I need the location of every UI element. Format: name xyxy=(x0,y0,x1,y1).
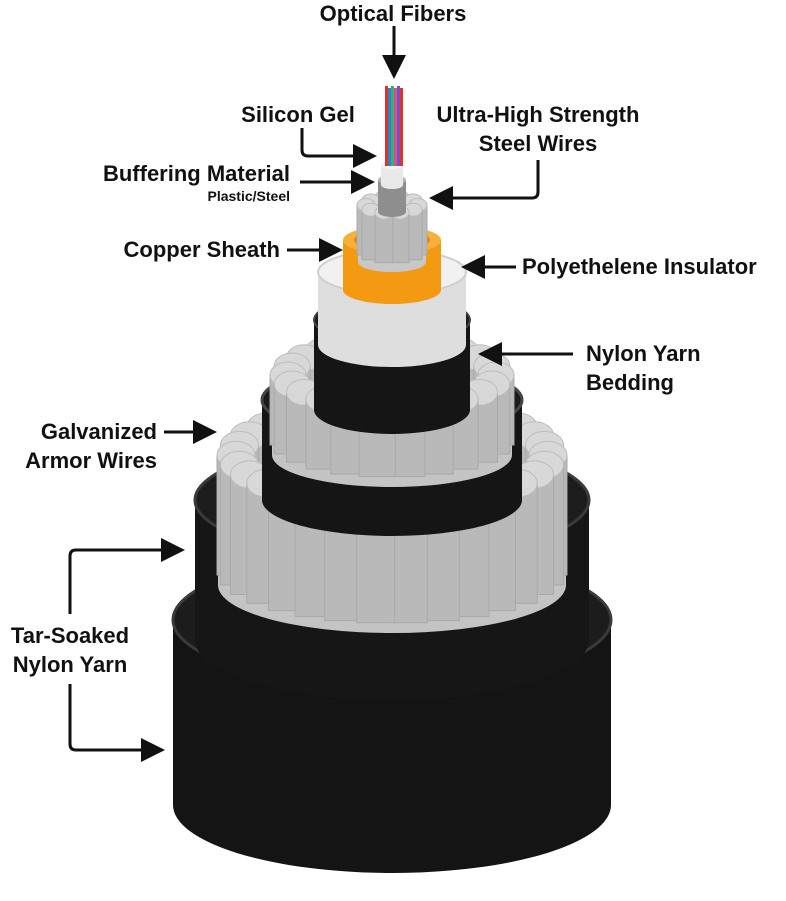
fiber-purple xyxy=(397,86,400,166)
label-copper-sheath: Copper Sheath xyxy=(124,237,280,262)
callout-arrows xyxy=(68,26,573,762)
label-buffering-material: Buffering Material xyxy=(103,161,290,186)
label-optical-fibers: Optical Fibers xyxy=(320,1,467,26)
label-armor-line1: Galvanized xyxy=(41,419,157,444)
fiber-red-2 xyxy=(400,88,403,166)
fiber-green xyxy=(391,86,394,166)
label-nylon-bedding-line2: Bedding xyxy=(586,370,674,395)
label-steel-wires-line2: Steel Wires xyxy=(479,131,597,156)
steel-wire-strand-body xyxy=(390,212,410,264)
callout-labels: Optical Fibers Silicon Gel Ultra-High St… xyxy=(11,1,757,677)
label-tar-line1: Tar-Soaked xyxy=(11,623,129,648)
label-tar-line2: Nylon Yarn xyxy=(13,652,128,677)
label-silicon-gel: Silicon Gel xyxy=(241,102,355,127)
label-steel-wires-line1: Ultra-High Strength xyxy=(437,102,640,127)
fiber-pink xyxy=(394,88,397,166)
arrow-tar-soaked-upper xyxy=(68,538,185,614)
label-polyethelene-insulator: Polyethelene Insulator xyxy=(522,254,757,279)
arrow-tar-soaked-lower xyxy=(68,684,165,762)
buffering-material xyxy=(378,161,406,217)
arrow-silicon-gel xyxy=(300,128,377,168)
fiber-red xyxy=(385,86,388,166)
label-armor-line2: Armor Wires xyxy=(25,448,157,473)
fiber-blue xyxy=(388,88,391,166)
arrow-steel-wires xyxy=(429,160,540,210)
steel-wire-strand-body xyxy=(374,212,394,264)
label-buffering-sub: Plastic/Steel xyxy=(208,188,291,204)
label-nylon-bedding-line1: Nylon Yarn xyxy=(586,341,701,366)
optical-fibers xyxy=(385,86,403,166)
